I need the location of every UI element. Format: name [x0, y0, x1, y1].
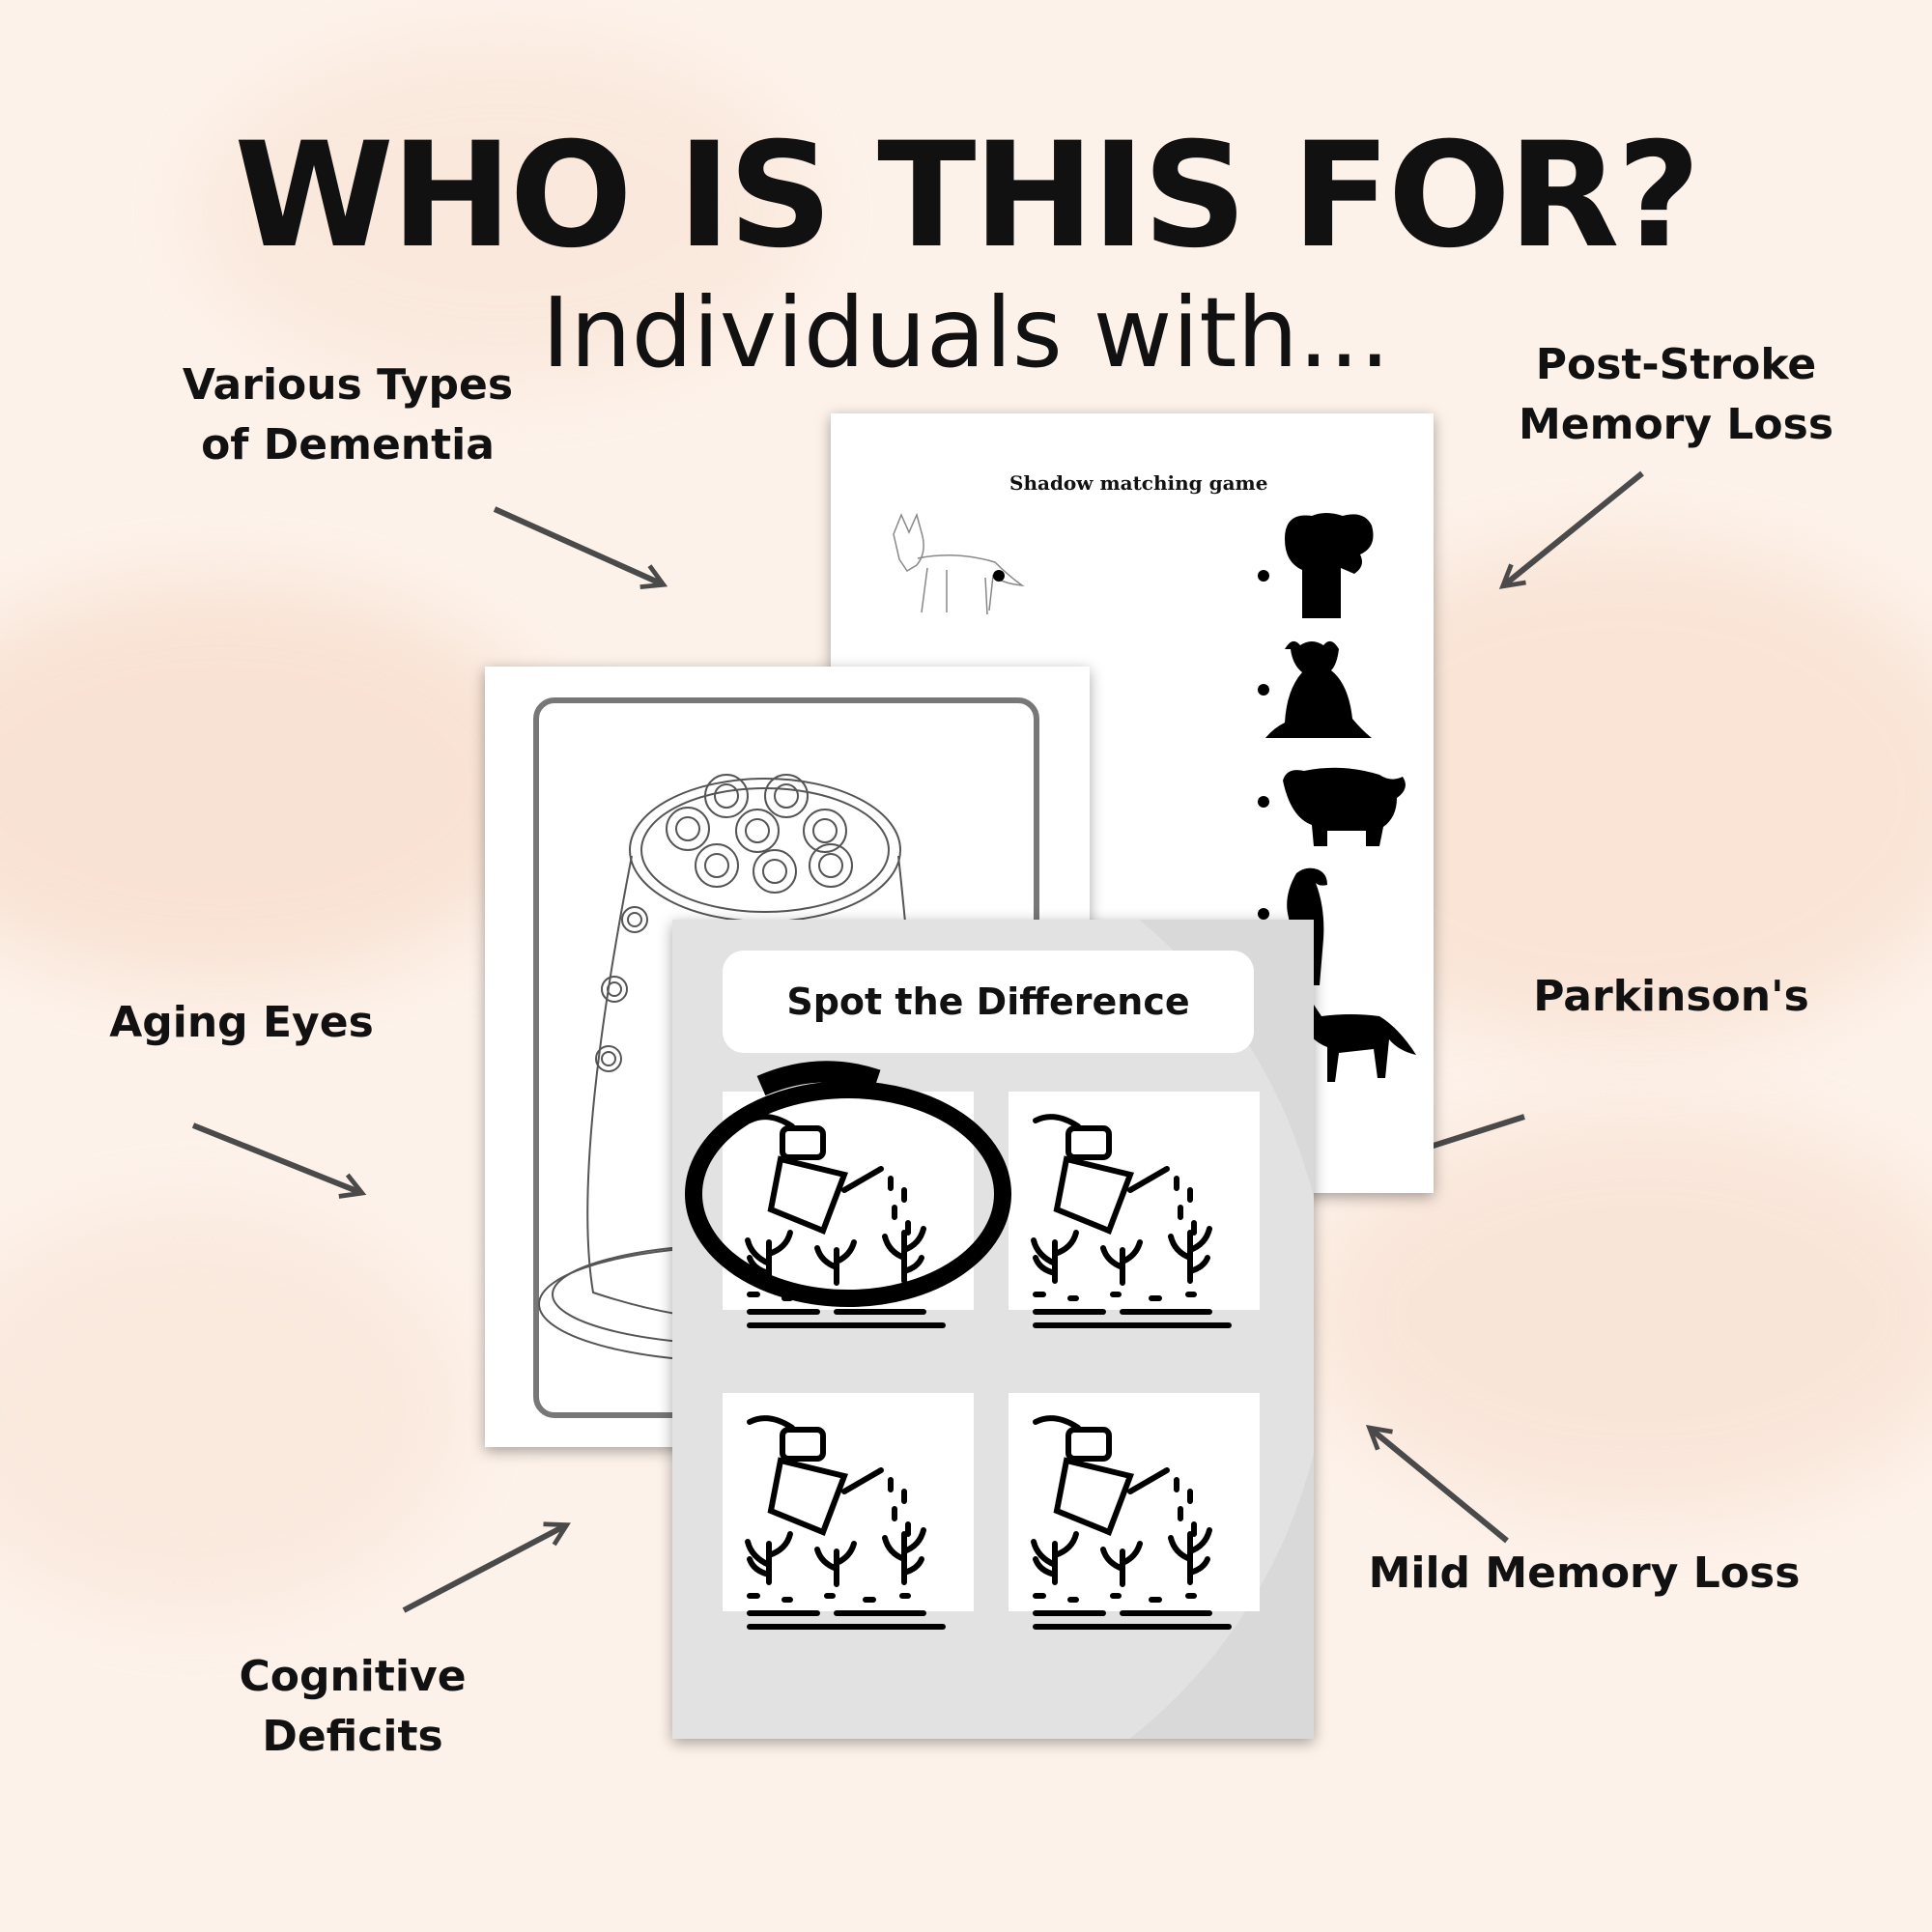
spot-sheet-title: Spot the Difference [723, 951, 1254, 1053]
elephant-silhouette-icon [1285, 513, 1374, 618]
label-parkinsons: Parkinson's [1533, 972, 1809, 1021]
bear-silhouette-icon [1265, 640, 1372, 738]
arrow-aging-eyes-icon [191, 1122, 367, 1199]
marker-circle-icon [685, 1061, 1011, 1307]
scene-bottom-right-icon [1034, 1418, 1229, 1627]
pig-silhouette-icon [1283, 767, 1406, 846]
wolf-outline-icon [893, 512, 1025, 615]
animal-silhouettes [1265, 513, 1416, 1082]
page-title: WHO IS THIS FOR? [234, 112, 1700, 280]
label-mild-memory: Mild Memory Loss [1368, 1548, 1801, 1598]
arrow-dementia-icon [493, 506, 668, 589]
spot-the-difference-sheet: Spot the Difference [672, 920, 1314, 1739]
wolf-silhouette-icon [1304, 1005, 1416, 1082]
arrow-cognitive-icon [402, 1521, 571, 1613]
arrow-post-stroke-icon [1498, 470, 1644, 589]
arrow-mild-memory-icon [1365, 1425, 1509, 1544]
scene-top-right-icon [1034, 1117, 1229, 1325]
label-cognitive: Cognitive Deficits [239, 1652, 467, 1761]
label-dementia: Various Types of Dementia [182, 360, 514, 469]
scene-bottom-left-icon [748, 1418, 943, 1627]
watering-can-art [685, 1061, 1314, 1739]
shadow-game-art [893, 512, 1416, 1082]
page-subtitle: Individuals with... [541, 276, 1391, 389]
shadow-sheet-title: Shadow matching game [1009, 471, 1268, 495]
label-aging-eyes: Aging Eyes [109, 998, 374, 1047]
label-post-stroke: Post-Stroke Memory Loss [1518, 340, 1834, 449]
